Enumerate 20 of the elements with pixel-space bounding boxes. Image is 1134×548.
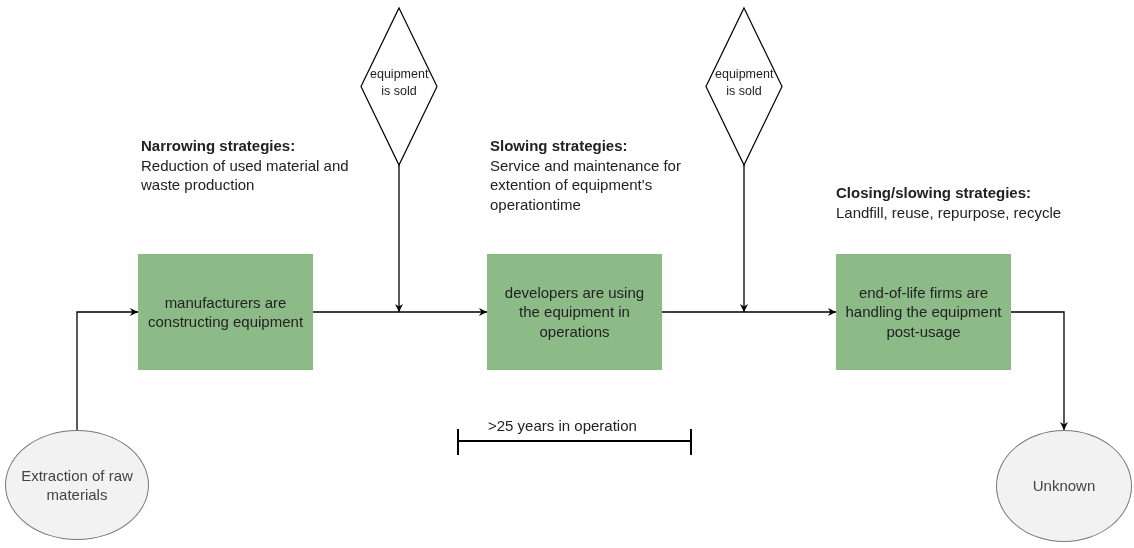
strategy-description: Service and maintenance for extention of equipment's operationtime xyxy=(490,155,682,214)
arrow xyxy=(312,308,488,316)
duration-label: >25 years in operation xyxy=(488,417,637,434)
process-box: developers are using the equipment in operations xyxy=(487,254,662,370)
arrow xyxy=(661,308,837,316)
strategy-heading: Narrowing strategies: xyxy=(141,136,297,156)
decision-diamond: equipment is sold xyxy=(706,8,782,165)
arrow xyxy=(1010,311,1068,431)
strategy-heading: Closing/slowing strategies: xyxy=(836,183,1033,203)
terminal-ellipse: Extraction of raw materials xyxy=(5,430,149,540)
arrow xyxy=(740,164,748,313)
process-box: manufacturers are constructing equipment xyxy=(138,254,313,370)
arrow xyxy=(395,164,403,313)
terminal-ellipse: Unknown xyxy=(996,430,1132,542)
strategy-description: Reduction of used material and waste production xyxy=(141,155,350,195)
decision-diamond: equipment is sold xyxy=(361,8,437,165)
strategy-description: Landfill, reuse, repurpose, recycle xyxy=(836,202,1063,222)
process-box: end-of-life firms are handling the equipment post-usage xyxy=(836,254,1011,370)
arrow xyxy=(76,308,139,431)
strategy-heading: Slowing strategies: xyxy=(490,136,629,156)
